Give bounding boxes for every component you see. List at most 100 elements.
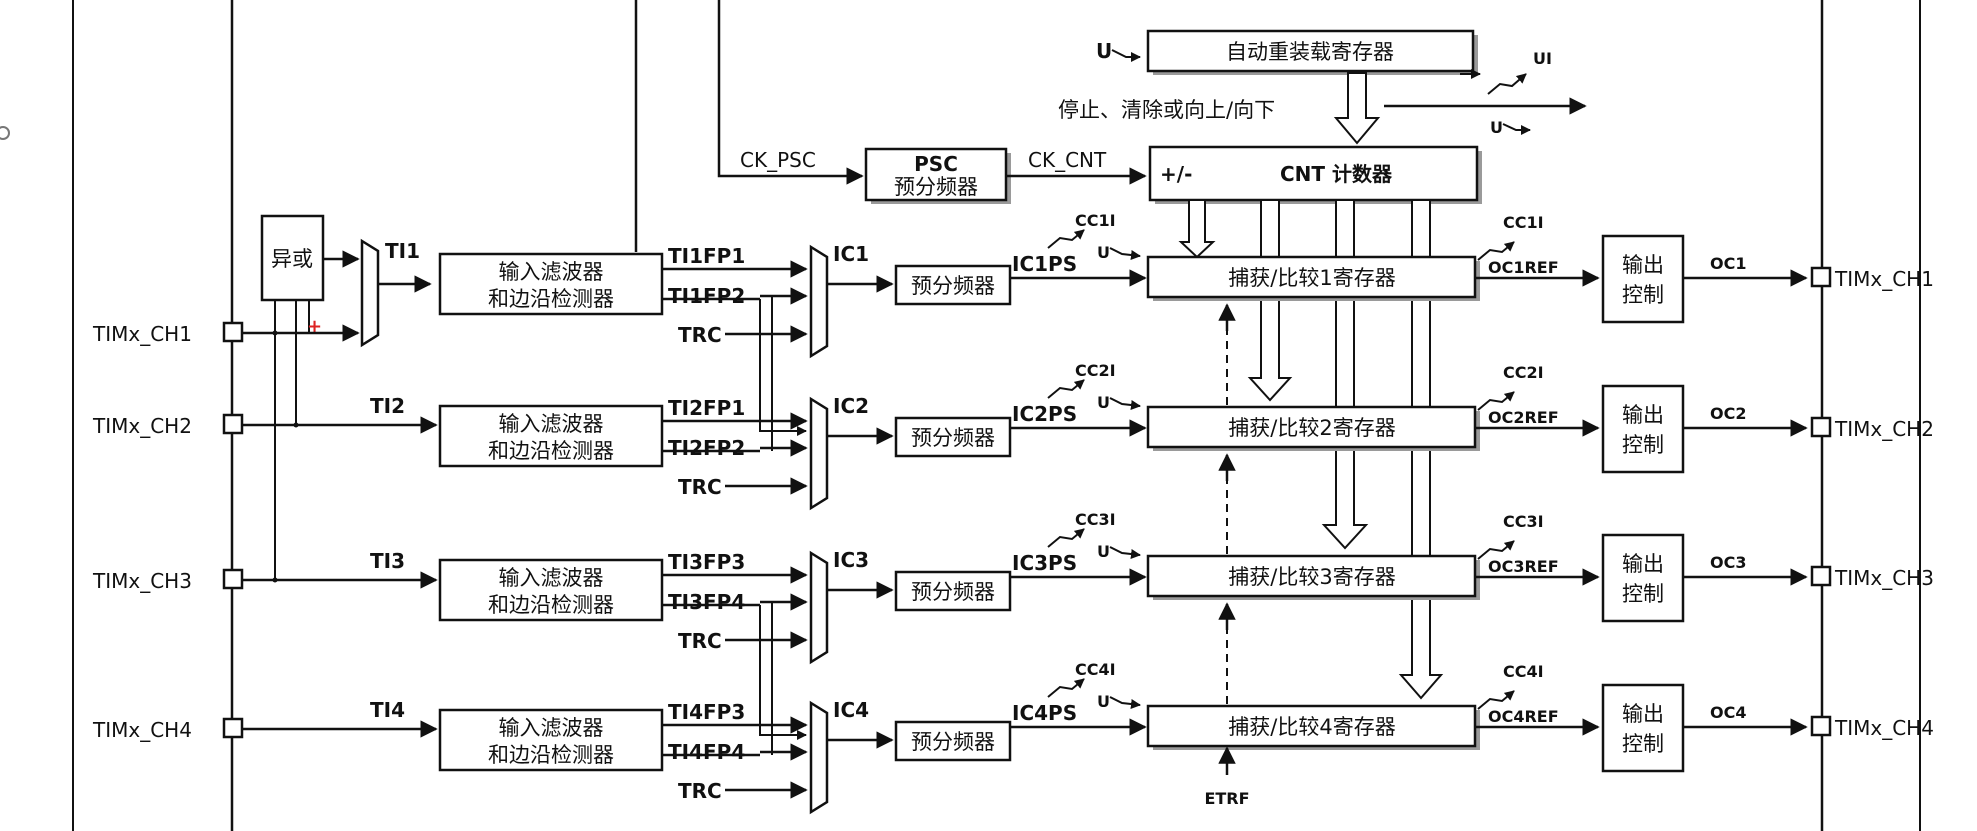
cci-out-label-ch4: CC4I (1503, 662, 1544, 681)
fp-a-ch4: TI4FP3 (668, 700, 745, 724)
arr-u-arrow (1111, 49, 1141, 62)
pin-label-in-ch2: TIMx_CH2 (92, 414, 192, 438)
cci-out-label-ch2: CC2I (1503, 363, 1544, 382)
filter-line1-ch4: 输入滤波器 (499, 716, 604, 740)
prescaler-ch4 (894, 720, 1012, 762)
output-pin-ch3[interactable] (1810, 565, 1832, 587)
ic-mux-ch1 (809, 244, 829, 359)
xor-label: 异或 (271, 247, 313, 271)
cnt-to-ccr1-arrow (1178, 199, 1216, 259)
pin-label-in-ch3: TIMx_CH3 (92, 569, 192, 593)
fp-a-ch3: TI3FP3 (668, 550, 745, 574)
ic-mux-ch4 (809, 700, 829, 815)
ic-label-ch1: IC1 (833, 242, 869, 266)
ti-label-ch1: TI1 (385, 239, 420, 263)
pin-label-out-ch1: TIMx_CH1 (1834, 267, 1934, 291)
outctl-line1-ch3: 输出 (1622, 552, 1664, 576)
ocref-label-ch4: OC4REF (1488, 707, 1559, 726)
psc-sub: 预分频器 (894, 175, 978, 199)
oc-label-ch2: OC2 (1710, 404, 1746, 423)
prescaler-label-ch3: 预分频器 (911, 580, 995, 604)
prescaler-label-ch1: 预分频器 (911, 274, 995, 298)
ic-mux-ch3 (809, 550, 829, 665)
trc-ch4: TRC (678, 779, 722, 803)
trc-ch2: TRC (678, 475, 722, 499)
ck-psc-label: CK_PSC (740, 148, 816, 172)
output-pin-ch2[interactable] (1810, 416, 1832, 438)
input-pin-ch2[interactable] (222, 413, 244, 435)
ccr-label-ch1: 捕获/比较1寄存器 (1228, 266, 1395, 290)
pin-label-out-ch4: TIMx_CH4 (1834, 716, 1934, 740)
output-control-ch2 (1601, 384, 1685, 474)
filter-line1-ch1: 输入滤波器 (499, 260, 604, 284)
ui-label: UI (1533, 49, 1552, 68)
ccr-label-ch3: 捕获/比较3寄存器 (1228, 565, 1395, 589)
fp-b-ch1: TI1FP2 (668, 284, 745, 308)
prescaler-ch1 (894, 264, 1012, 306)
channel-3: TIMx_CH3TI3输入滤波器和边沿检测器TI3FP3TI3FP4TRCIC3… (92, 510, 1934, 704)
filter-line2-ch1: 和边沿检测器 (488, 287, 614, 311)
outctl-line2-ch3: 控制 (1622, 582, 1664, 606)
ocref-label-ch3: OC3REF (1488, 557, 1559, 576)
input-filter-ch3 (438, 558, 664, 622)
pin-label-out-ch3: TIMx_CH3 (1834, 566, 1934, 590)
psc-box (864, 147, 1008, 202)
u-label-ch2: U (1097, 393, 1110, 412)
fp-b-ch3: TI3FP4 (668, 590, 745, 614)
fp-b-ch4: TI4FP4 (668, 740, 745, 764)
fp-b-ch2: TI2FP2 (668, 436, 745, 460)
oc-label-ch4: OC4 (1710, 703, 1746, 722)
trc-ch1: TRC (678, 323, 722, 347)
ti-label-ch4: TI4 (370, 698, 405, 722)
output-control-ch3 (1601, 533, 1685, 623)
ti-label-ch2: TI2 (370, 394, 405, 418)
input-pin-ch1[interactable] (222, 321, 244, 343)
channel-rows: TIMx_CH1TI1输入滤波器和边沿检测器TI1FP1TI1FP2TRCIC1… (92, 211, 1934, 815)
outctl-line2-ch1: 控制 (1622, 283, 1664, 307)
output-pin-ch4[interactable] (1810, 715, 1832, 737)
u-label-ch1: U (1097, 243, 1110, 262)
cci-in-label-ch4: CC4I (1075, 660, 1116, 679)
ocref-label-ch1: OC1REF (1488, 258, 1559, 277)
output-control-ch1 (1601, 234, 1685, 324)
stop-text: 停止、清除或向上/向下 (1058, 98, 1275, 122)
prescaler-label-ch4: 预分频器 (911, 730, 995, 754)
icps-label-ch4: IC4PS (1012, 701, 1077, 725)
ui-zigzag (1487, 73, 1527, 95)
ccr-label-ch4: 捕获/比较4寄存器 (1228, 715, 1395, 739)
psc-title: PSC (914, 152, 958, 176)
cnt-label: CNT 计数器 (1280, 162, 1393, 186)
fp-a-ch2: TI2FP1 (668, 396, 745, 420)
input-pin-ch4[interactable] (222, 717, 244, 739)
cnt-to-ccr3-arrow (1321, 199, 1369, 550)
ic-label-ch4: IC4 (833, 698, 869, 722)
arr-to-cnt-arrow (1333, 72, 1381, 145)
pin-label-out-ch2: TIMx_CH2 (1834, 417, 1934, 441)
scroll-handle[interactable] (0, 126, 10, 140)
ic-label-ch3: IC3 (833, 548, 869, 572)
ck-cnt-label: CK_CNT (1028, 148, 1107, 172)
fp-a-ch1: TI1FP1 (668, 244, 745, 268)
u-ui-label: U (1490, 118, 1503, 137)
cci-in-label-ch2: CC2I (1075, 361, 1116, 380)
channel-2: TIMx_CH2TI2输入滤波器和边沿检测器TI2FP1TI2FP2TRCIC2… (92, 361, 1934, 554)
u-label-ch3: U (1097, 542, 1110, 561)
filter-line2-ch4: 和边沿检测器 (488, 743, 614, 767)
input-filter-ch1 (438, 252, 664, 316)
arr-label: 自动重装载寄存器 (1226, 40, 1394, 64)
etrf-group: ETRF (1204, 746, 1250, 808)
output-pin-ch1[interactable] (1810, 266, 1832, 288)
etrf-label: ETRF (1204, 789, 1249, 808)
cci-out-label-ch3: CC3I (1503, 512, 1544, 531)
pin-label-in-ch1: TIMx_CH1 (92, 322, 192, 346)
outctl-line1-ch4: 输出 (1622, 702, 1664, 726)
input-pin-ch3[interactable] (222, 568, 244, 590)
filter-line2-ch2: 和边沿检测器 (488, 439, 614, 463)
u-label-ch4: U (1097, 692, 1110, 711)
icps-label-ch1: IC1PS (1012, 252, 1077, 276)
filter-line2-ch3: 和边沿检测器 (488, 593, 614, 617)
pin-label-in-ch4: TIMx_CH4 (92, 718, 192, 742)
